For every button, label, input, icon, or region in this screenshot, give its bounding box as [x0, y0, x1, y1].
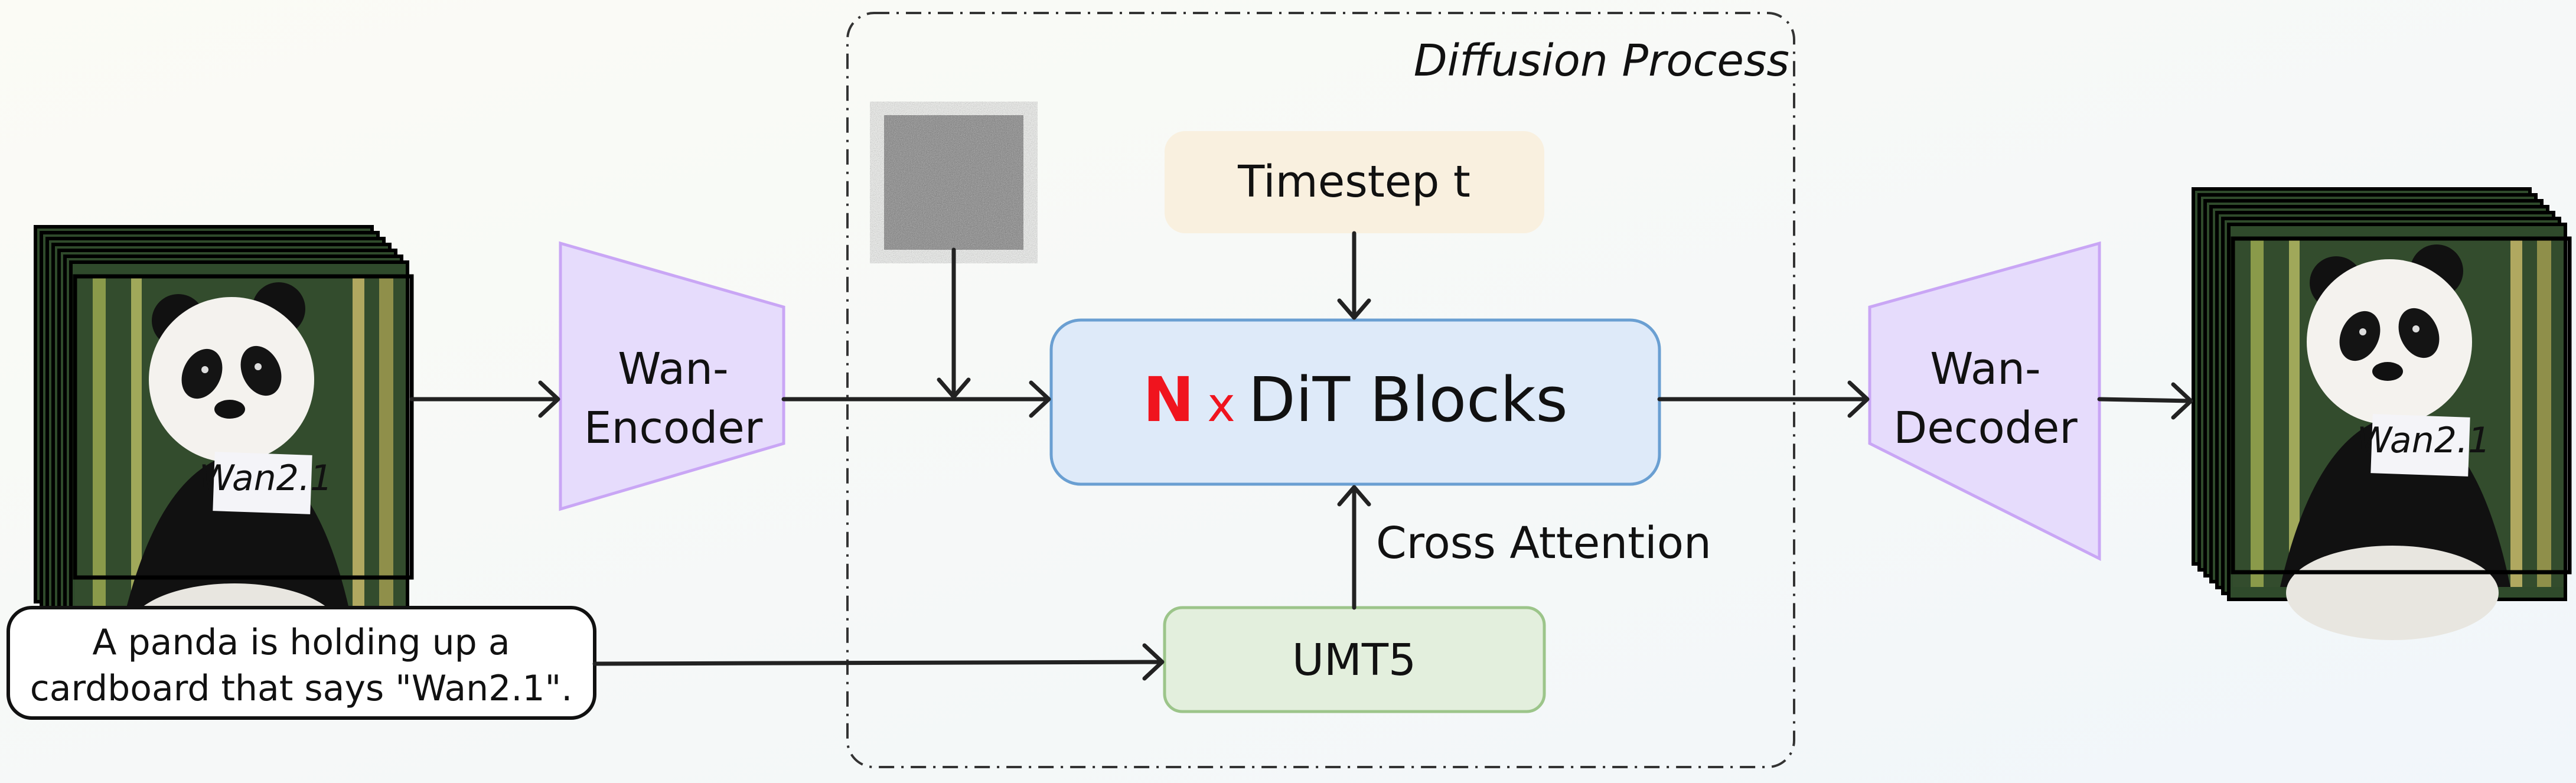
arrow-prompt-to-umt5: [592, 643, 1165, 681]
cross-attention-label: Cross Attention: [1376, 518, 1711, 569]
arrow-timestep-to-dit: [1337, 231, 1371, 320]
timestep-box: [1165, 131, 1544, 233]
arrow-encoder-to-dit: [781, 380, 1051, 418]
dit-blocks: [1049, 318, 1661, 486]
arrow-umt5-to-dit: [1337, 485, 1371, 610]
dit-times: x: [1207, 377, 1235, 432]
arrow-decoder-to-video: [2097, 382, 2193, 420]
prompt-line1: A panda is holding up a: [92, 622, 510, 663]
decoder-label-line1: Wan-: [1930, 344, 2040, 394]
wan-decoder: [1868, 241, 2101, 562]
arrow-video-to-encoder: [409, 380, 560, 418]
dit-multiplier: N: [1143, 364, 1194, 436]
prompt-line2: cardboard that says "Wan2.1".: [30, 668, 573, 709]
encoder-label-line1: Wan-: [618, 344, 728, 394]
timestep-label: Timestep t: [1237, 156, 1470, 207]
umt5-label: UMT5: [1292, 635, 1416, 686]
wan-encoder: [559, 241, 785, 511]
decoder-label-line2: Decoder: [1893, 403, 2078, 454]
encoder-label-line2: Encoder: [584, 403, 763, 454]
input-video-frames: Wan2.1: [34, 225, 414, 678]
output-video-frames: Wan2.1: [2192, 187, 2572, 640]
noise-texture: [884, 115, 1023, 250]
input-sign-text: Wan2.1: [199, 458, 332, 499]
dit-label: DiT Blocks: [1248, 364, 1568, 436]
diffusion-process-group: [846, 12, 1795, 768]
arrow-dit-to-decoder: [1657, 380, 1870, 418]
diffusion-process-label: Diffusion Process: [1414, 35, 1789, 86]
arrow-noise-to-latent: [937, 247, 971, 399]
output-sign-text: Wan2.1: [2357, 420, 2490, 461]
